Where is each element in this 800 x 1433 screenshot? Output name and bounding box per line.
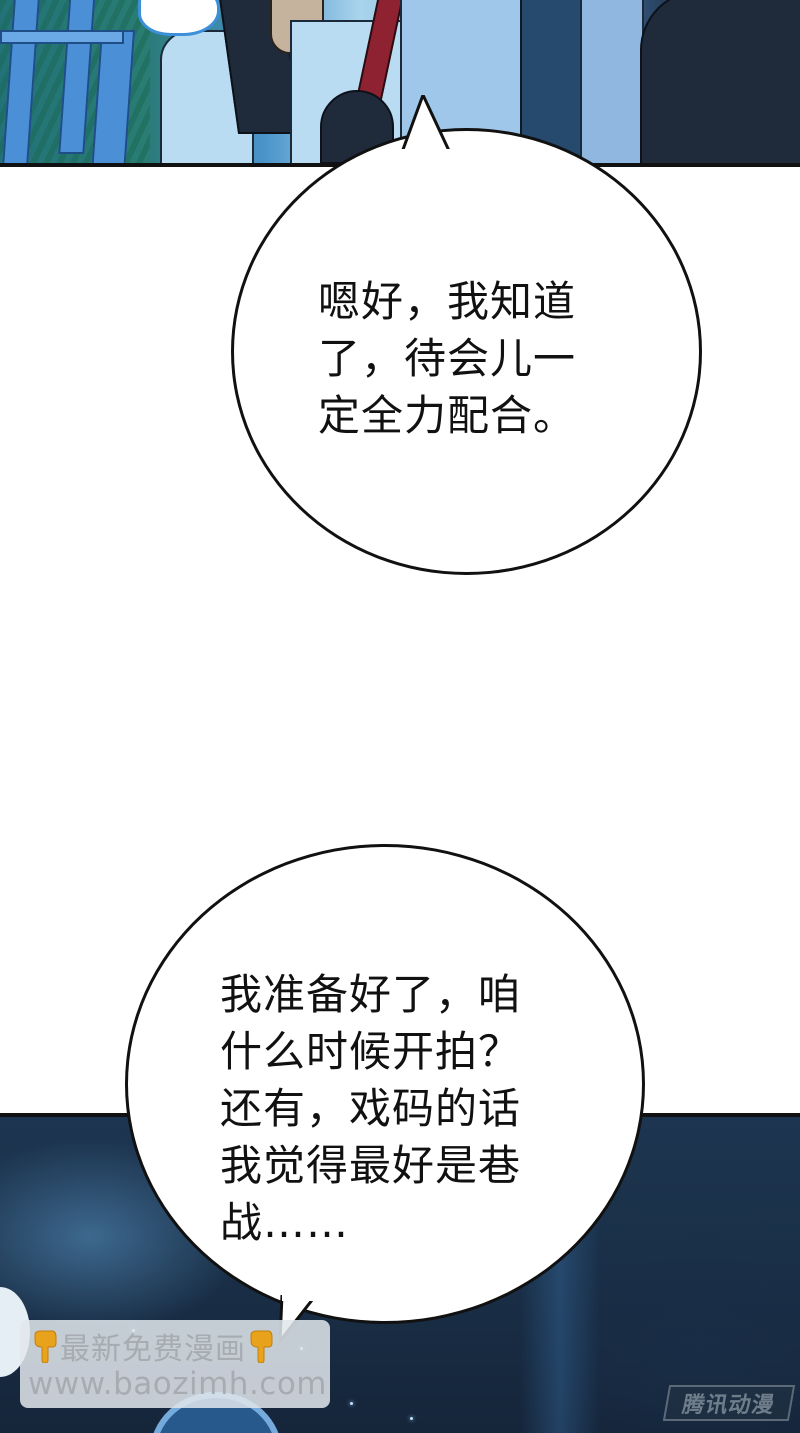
pointing-down-hand-icon: [34, 1330, 57, 1363]
publisher-logo: 腾讯动漫: [662, 1385, 796, 1421]
speech-bubble: [231, 128, 702, 575]
watermark-title: 最新免费漫画: [60, 1332, 246, 1367]
pointing-down-hand-icon: [250, 1330, 273, 1363]
watermark-banner[interactable]: 最新免费漫画 www.baozimh.com: [20, 1320, 330, 1408]
character-dark-suit: [640, 0, 800, 163]
watermark-title-row: 最新免费漫画: [32, 1326, 274, 1367]
speech-bubble-tail: [395, 95, 465, 155]
speech-bubble-text: 嗯好，我知道 了，待会儿一 定全力配合。: [318, 277, 577, 440]
watermark-url: www.baozimh.com: [28, 1366, 328, 1402]
sparkle: [410, 1417, 413, 1420]
speech-bubble: [125, 844, 645, 1324]
character-shirt: [580, 0, 644, 163]
speech-bubble-text: 我准备好了，咱 什么时候开拍？ 还有，戏码的话 我觉得最好是巷 战……: [220, 970, 522, 1247]
sparkle: [350, 1402, 353, 1405]
fence-rail: [0, 30, 124, 44]
